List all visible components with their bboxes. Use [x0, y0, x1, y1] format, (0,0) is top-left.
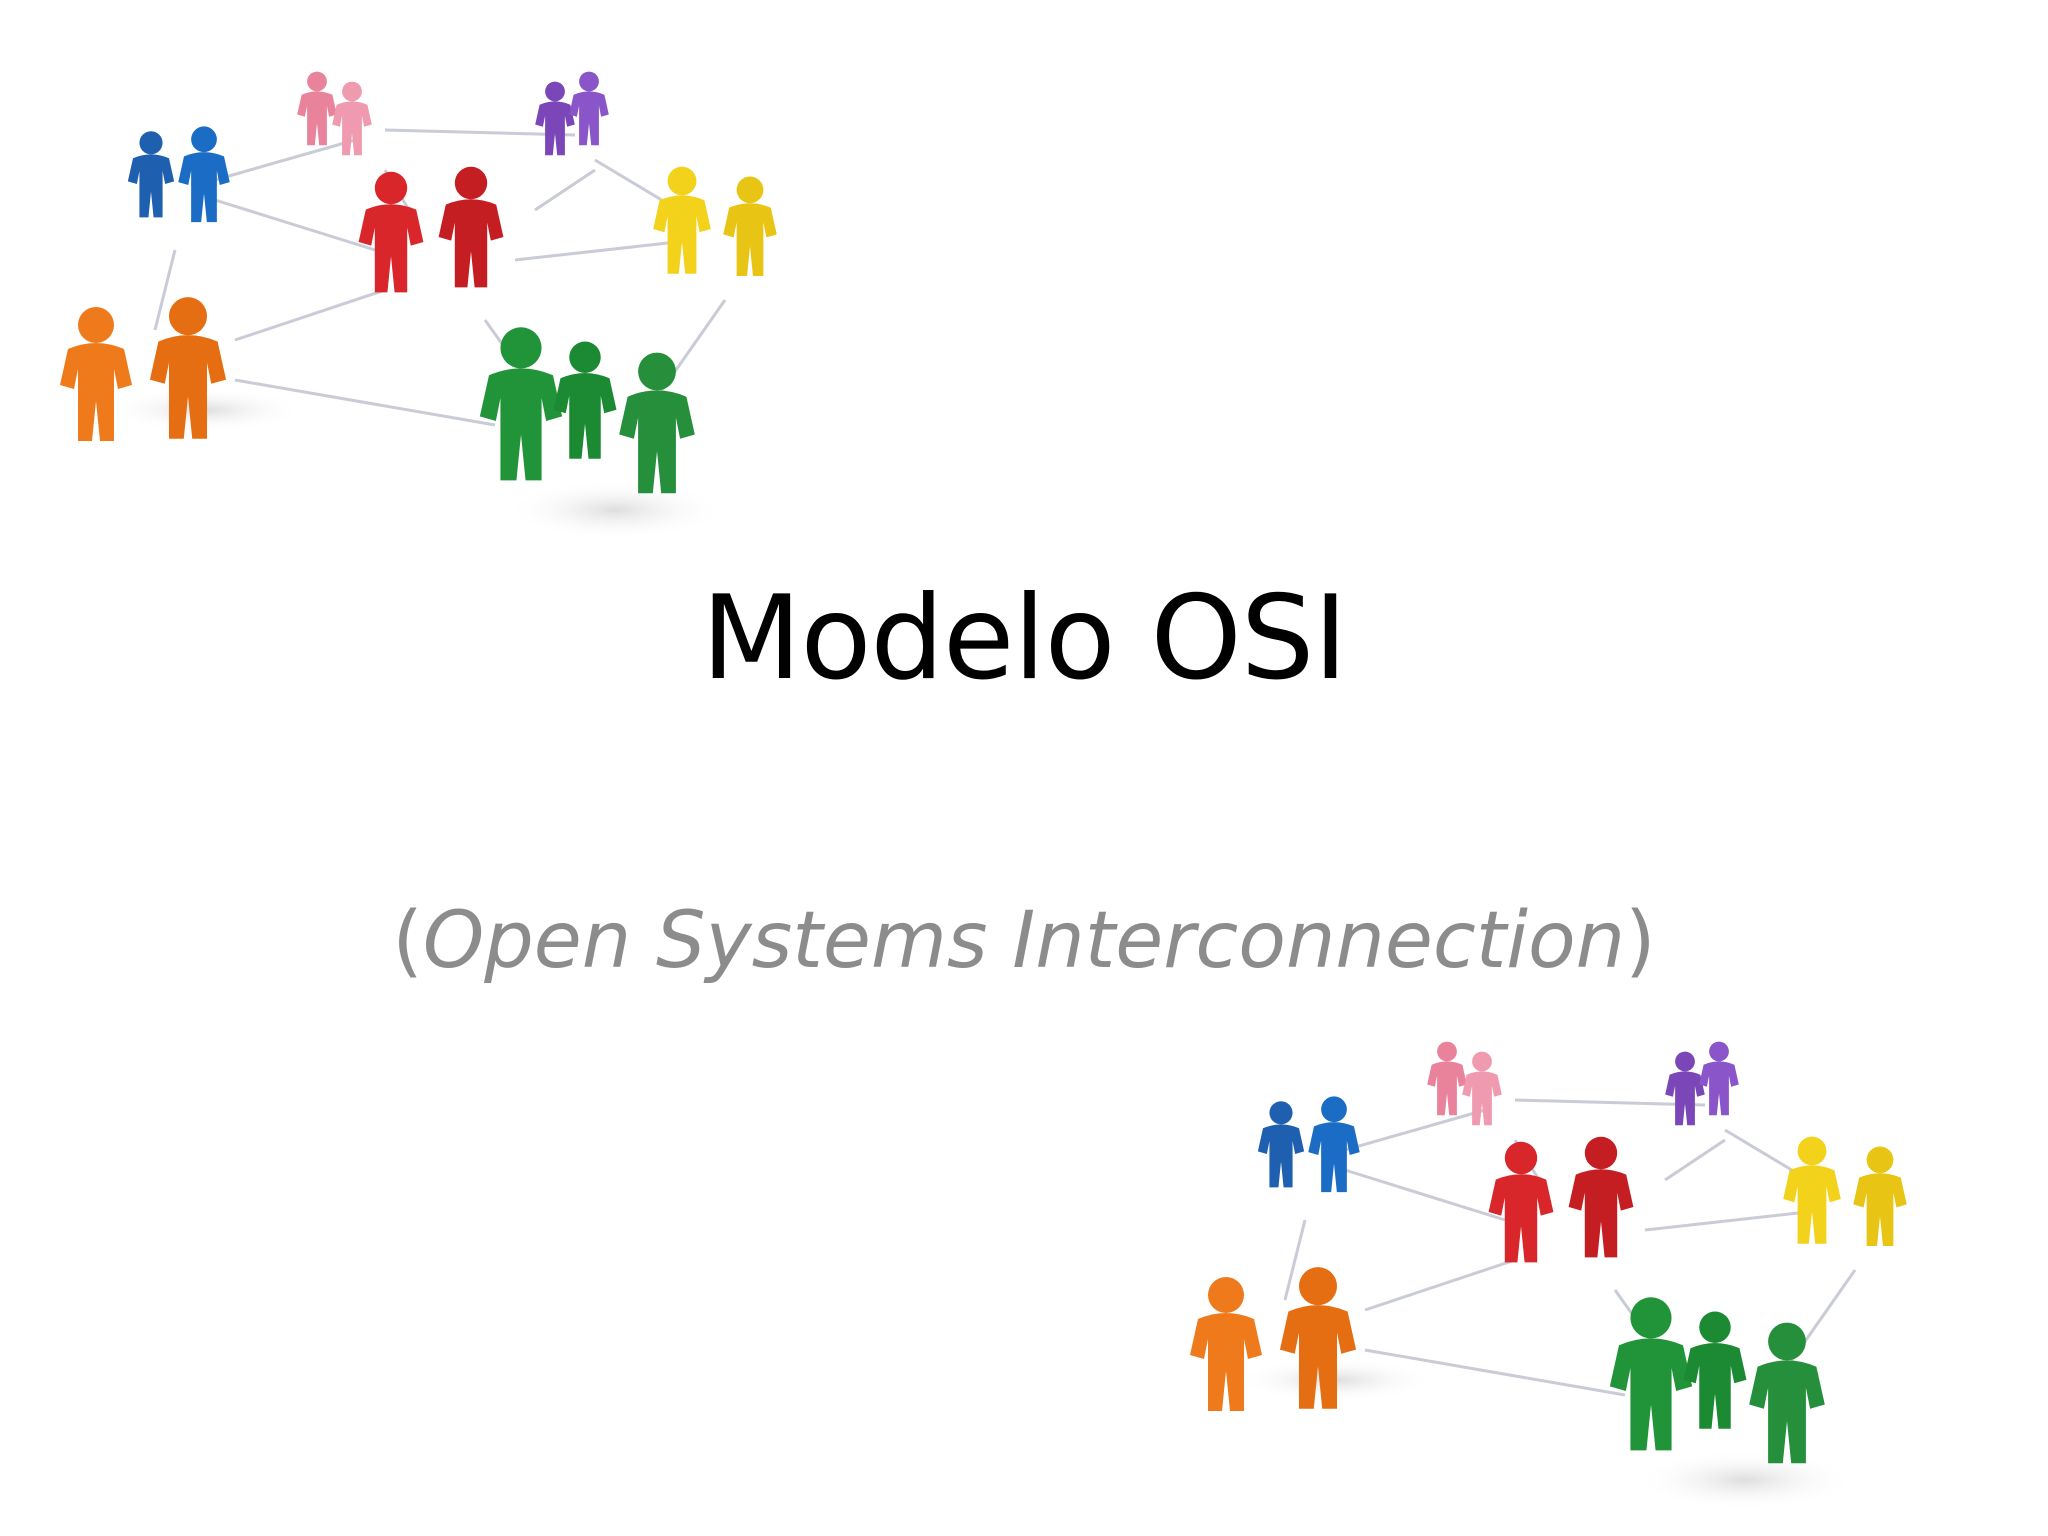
people-network-illustration-top-left: [55, 70, 835, 570]
subtitle-text: Open Systems Interconnection: [422, 896, 1626, 986]
slide-subtitle: (Open Systems Interconnection): [0, 895, 2048, 989]
subtitle-close-paren: ): [1625, 896, 1656, 986]
slide-title: Modelo OSI: [701, 571, 1347, 706]
subtitle-open-paren: (: [392, 896, 423, 986]
people-network-illustration-bottom-right: [1185, 1040, 1965, 1536]
